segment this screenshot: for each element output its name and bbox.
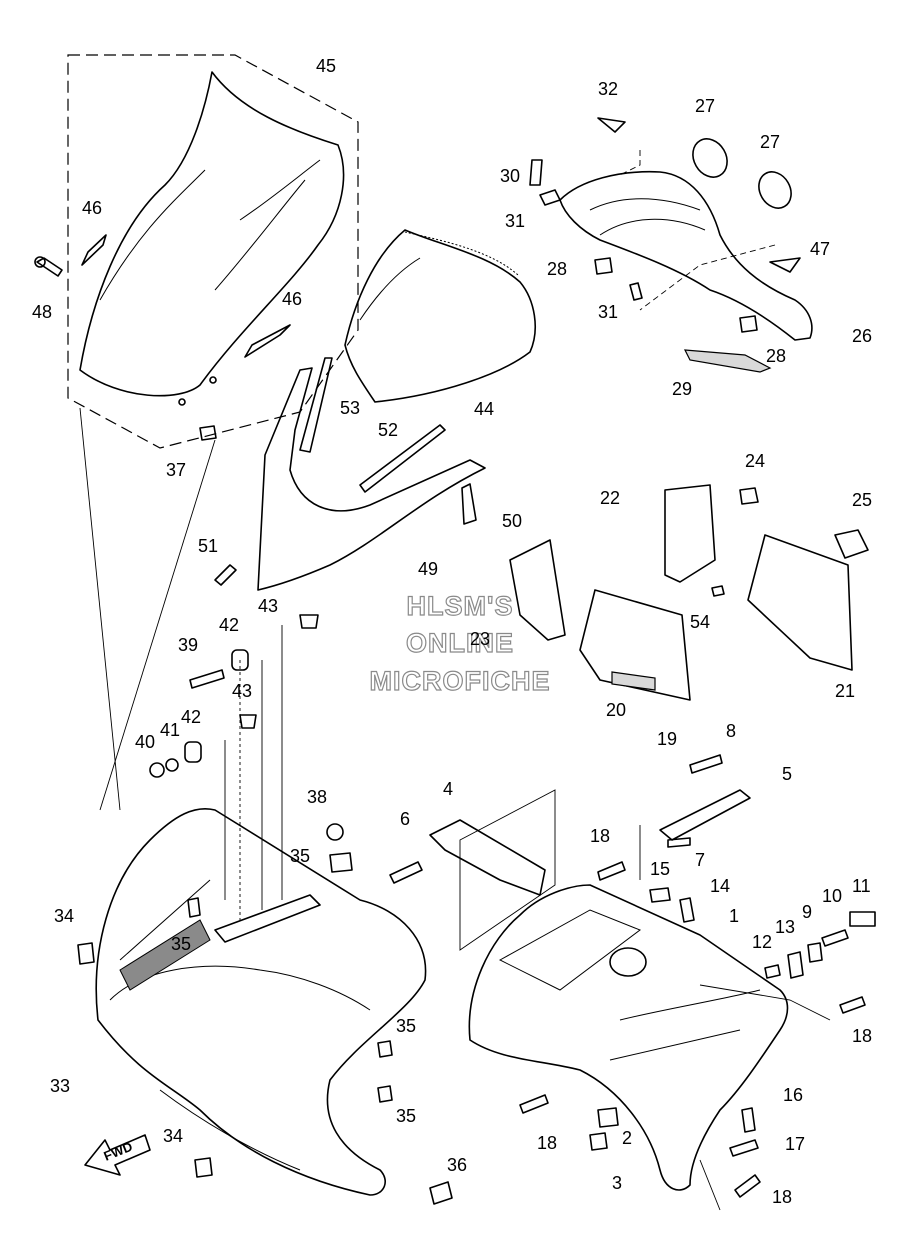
callout-31: 31: [505, 211, 525, 231]
callout-19: 19: [657, 729, 677, 749]
callout-29: 29: [672, 379, 692, 399]
callout-41: 41: [160, 720, 180, 740]
callout-2: 2: [622, 1128, 632, 1148]
callout-40: 40: [135, 732, 155, 752]
callout-7: 7: [695, 850, 705, 870]
callout-49: 49: [418, 559, 438, 579]
windshield-stays: [214, 357, 486, 591]
callout-13: 13: [775, 917, 795, 937]
callout-33: 33: [50, 1076, 70, 1096]
callout-39: 39: [178, 635, 198, 655]
callout-18: 18: [772, 1187, 792, 1207]
leg-shield: [429, 789, 876, 1191]
callout-37: 37: [166, 460, 186, 480]
callout-8: 8: [726, 721, 736, 741]
callout-6: 6: [400, 809, 410, 829]
callout-36: 36: [447, 1155, 467, 1175]
watermark-line2: ONLINE: [406, 628, 514, 658]
callout-48: 48: [32, 302, 52, 322]
callout-22: 22: [600, 488, 620, 508]
callout-35: 35: [396, 1016, 416, 1036]
callout-27: 27: [760, 132, 780, 152]
callout-30: 30: [500, 166, 520, 186]
reference-lines: [79, 150, 831, 1211]
callout-18: 18: [852, 1026, 872, 1046]
windshield-assembly: [34, 54, 359, 449]
watermark-line3: MICROFICHE: [370, 666, 551, 696]
callout-34: 34: [54, 906, 74, 926]
callout-17: 17: [785, 1134, 805, 1154]
callout-9: 9: [802, 902, 812, 922]
callout-51: 51: [198, 536, 218, 556]
callout-35: 35: [171, 934, 191, 954]
watermark: HLSM'S ONLINE MICROFICHE: [369, 590, 551, 696]
callout-42: 42: [181, 707, 201, 727]
callout-16: 16: [783, 1085, 803, 1105]
callout-31: 31: [598, 302, 618, 322]
callout-3: 3: [612, 1173, 622, 1193]
callout-25: 25: [852, 490, 872, 510]
callout-47: 47: [810, 239, 830, 259]
callout-26: 26: [852, 326, 872, 346]
callout-10: 10: [822, 886, 842, 906]
fasteners-left: [149, 614, 344, 841]
pocket-lid: [509, 484, 869, 701]
callout-46: 46: [282, 289, 302, 309]
callout-14: 14: [710, 876, 730, 896]
callout-38: 38: [307, 787, 327, 807]
callout-44: 44: [474, 399, 494, 419]
callout-28: 28: [547, 259, 567, 279]
callout-1: 1: [729, 906, 739, 926]
callout-27: 27: [695, 96, 715, 116]
callout-54: 54: [690, 612, 710, 632]
callout-45: 45: [316, 56, 336, 76]
callout-43: 43: [258, 596, 278, 616]
callout-24: 24: [745, 451, 765, 471]
callout-4: 4: [443, 779, 453, 799]
callout-18: 18: [590, 826, 610, 846]
screws-right: [389, 754, 866, 1198]
callout-50: 50: [502, 511, 522, 531]
callout-15: 15: [650, 859, 670, 879]
callout-11: 11: [852, 876, 871, 896]
watermark-line1: HLSM'S: [407, 591, 514, 621]
callout-53: 53: [340, 398, 360, 418]
callout-21: 21: [835, 681, 855, 701]
callout-52: 52: [378, 420, 398, 440]
callout-5: 5: [782, 764, 792, 784]
callout-42: 42: [219, 615, 239, 635]
callout-43: 43: [232, 681, 252, 701]
callout-labels: 45 46 48 46 37 53 52 44 50 49 51 32 27 2…: [32, 56, 872, 1207]
callout-32: 32: [598, 79, 618, 99]
callout-34: 34: [163, 1126, 183, 1146]
callout-35: 35: [396, 1106, 416, 1126]
callout-18: 18: [537, 1133, 557, 1153]
inner-screen: [344, 229, 536, 403]
callout-12: 12: [752, 932, 772, 952]
callout-46: 46: [82, 198, 102, 218]
callout-35: 35: [290, 846, 310, 866]
callout-28: 28: [766, 346, 786, 366]
callout-23: 23: [470, 629, 490, 649]
front-cover: [77, 808, 453, 1205]
meter-cover: [529, 117, 813, 373]
callout-20: 20: [606, 700, 626, 720]
